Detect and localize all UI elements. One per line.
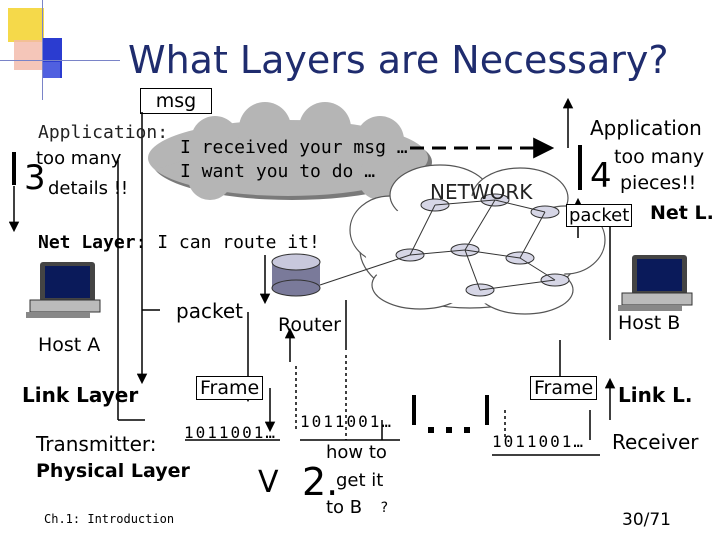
packet-left-box: packet (172, 298, 247, 324)
footer-text: Ch.1: Introduction (44, 512, 175, 526)
speech-line-2: I want you to do … (180, 161, 376, 182)
speech-cloud (148, 102, 432, 200)
v-letter: V (258, 465, 279, 500)
net-layer-rest: : I can route it! (135, 232, 320, 253)
net-layer-label: Net Layer: I can route it! (38, 232, 320, 253)
physical-layer-label: Physical Layer (36, 460, 190, 482)
how-to-text: how to (326, 442, 387, 463)
step-2-number: 2. (302, 460, 339, 504)
frame-left-box: Frame (196, 376, 264, 400)
too-many-right: too many (614, 146, 705, 168)
decor-line (0, 60, 120, 61)
transmitter-label: Transmitter: (36, 432, 157, 456)
host-a-label: Host A (38, 334, 101, 356)
packet-right-box: packet (566, 204, 633, 227)
step-3-number: 3 (24, 158, 46, 198)
too-many-left: too many (36, 148, 122, 169)
app-left-label: Application: (38, 122, 169, 143)
host-a-computer-icon (26, 262, 101, 318)
pieces-right: pieces!! (620, 172, 697, 194)
to-b-text: to B (326, 497, 363, 518)
network-label: NETWORK (430, 180, 533, 204)
receiver-label: Receiver (612, 430, 699, 454)
get-it-text: get it (336, 470, 384, 491)
question-mark: ? (380, 500, 389, 516)
details-left: details !! (48, 178, 129, 199)
net-layer-bold: Net Layer (38, 232, 136, 253)
bits-mid: 1011001… (300, 412, 394, 431)
bits-left: 1011001… (184, 423, 278, 442)
step-4-number: 4 (590, 156, 612, 196)
router-label: Router (278, 314, 341, 336)
net-l-label: Net L. (650, 202, 714, 224)
app-right-label: Application (590, 116, 702, 140)
msg-box: msg (140, 88, 212, 114)
frame-right-box: Frame (530, 376, 598, 400)
decor-square-yellow (8, 8, 44, 42)
speech-line-1: I received your msg … (180, 137, 408, 158)
link-layer-label: Link Layer (22, 383, 139, 407)
decor-vline (42, 0, 43, 100)
slide-title: What Layers are Necessary? (128, 38, 669, 82)
bits-right: 1011001… (492, 432, 586, 451)
host-b-computer-icon (618, 255, 693, 311)
router-icon (271, 253, 321, 297)
host-b-label: Host B (618, 312, 681, 334)
decor-square-blue-2 (42, 62, 60, 78)
page-number: 30/71 (622, 510, 671, 530)
link-l-label: Link L. (618, 383, 693, 407)
